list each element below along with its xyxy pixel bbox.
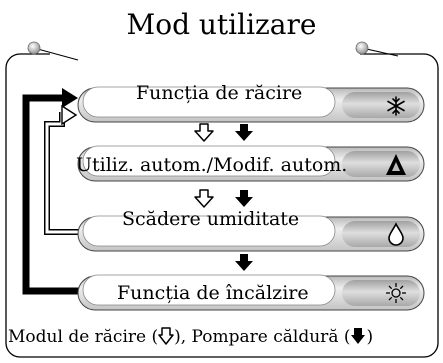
right-knob-icon <box>355 41 369 55</box>
mode-dehumidify[interactable] <box>77 215 425 252</box>
mode-label-cooling: Funcția de răcire <box>136 82 303 104</box>
solid-down-arrow-icon <box>235 254 253 271</box>
mode-label-dehumidify: Scădere umiditate <box>122 208 300 230</box>
solid-down-arrow-icon <box>235 124 253 141</box>
legend-footer: Modul de răcire ( ), Pompare căldură () <box>8 326 373 351</box>
cooling-loop-arrowhead <box>61 104 78 126</box>
legend-closing-text: ) <box>366 327 374 347</box>
mode-label-heating: Funcția de încălzire <box>117 282 309 304</box>
legend-heatpump-text: ), Pompare căldură ( <box>174 327 351 347</box>
auto-mode-icon <box>386 154 406 175</box>
mode-label-auto: Utiliz. autom./Modif. autom. <box>76 154 348 176</box>
sun-icon <box>386 283 406 303</box>
snowflake-icon <box>387 96 405 116</box>
water-drop-icon <box>388 222 404 246</box>
heatpump-loop-line <box>22 94 80 295</box>
mode-heating[interactable] <box>77 274 425 311</box>
heatpump-loop-arrowhead <box>62 88 78 108</box>
solid-down-arrow-icon <box>350 327 366 351</box>
mode-auto[interactable] <box>77 145 425 182</box>
outline-down-arrow-icon <box>194 189 214 208</box>
outline-down-arrow-icon <box>194 123 214 142</box>
mode-cooling[interactable] <box>77 86 425 123</box>
left-knob-icon <box>27 41 41 55</box>
outline-down-arrow-icon <box>158 327 174 351</box>
page-title: Mod utilizare <box>126 8 317 41</box>
legend-cooling-text: Modul de răcire ( <box>8 327 159 347</box>
solid-down-arrow-icon <box>235 190 253 207</box>
